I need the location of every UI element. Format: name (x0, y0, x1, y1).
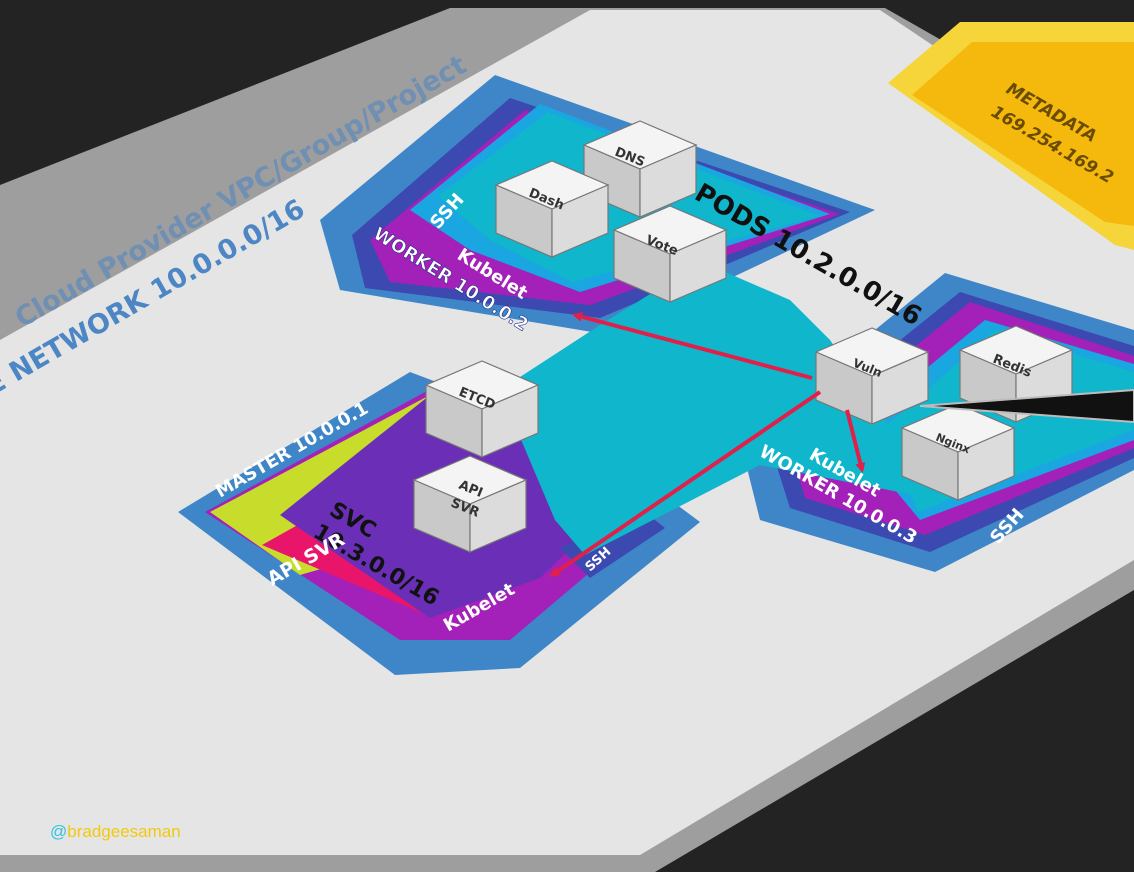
arrow-to-master-kubelet (549, 390, 822, 577)
pod-network (500, 262, 940, 555)
attacker-wedge (919, 388, 1134, 424)
arrow-to-worker-top-kubelet (572, 311, 813, 380)
arrow-to-worker-right-kubelet (845, 409, 866, 473)
credit-at-sign: @ (50, 822, 68, 841)
author-credit: @bradgeesaman (50, 822, 181, 842)
metadata-service (888, 22, 1134, 250)
credit-handle: bradgeesaman (67, 822, 181, 841)
